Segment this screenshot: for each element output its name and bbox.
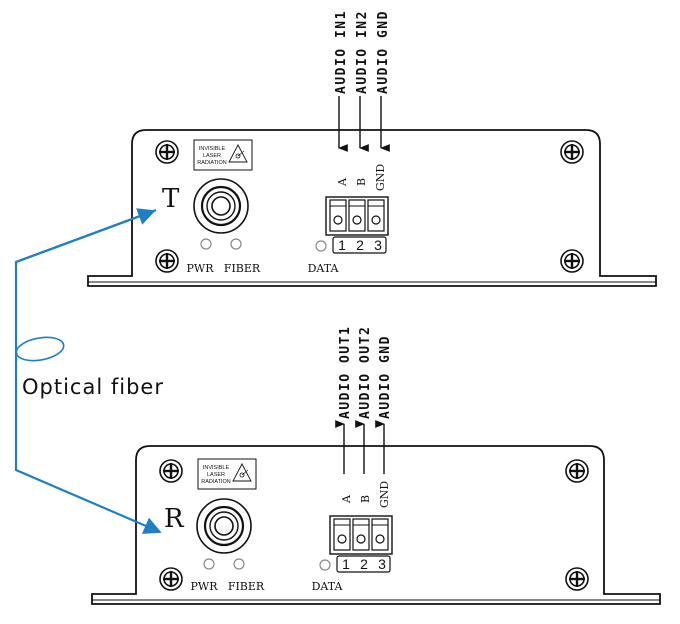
terminal-block[interactable] (329, 515, 393, 555)
laser-warning-line: LASER (207, 472, 225, 478)
pwr-led (203, 558, 215, 570)
terminal-label-b: B (355, 178, 368, 186)
screw-icon (559, 248, 585, 274)
optical-fiber: Optical fiber (14, 208, 164, 534)
terminal-number: 2 (360, 556, 368, 572)
signal-label-out2: AUDIO OUT2 (358, 326, 373, 419)
terminal-label-a: A (340, 494, 353, 504)
laser-warning-line: INVISIBLE (203, 465, 230, 471)
terminal-number: 1 (338, 237, 346, 253)
fiber-label: FIBER (228, 580, 265, 593)
fiber-port[interactable] (193, 178, 249, 234)
laser-warning-label: INVISIBLE LASER RADIATION (193, 139, 253, 171)
signal-label-gnd: AUDIO GND (376, 10, 391, 94)
screw-icon (559, 139, 585, 165)
fiber-bundle-loop (15, 336, 65, 362)
screw-icon (158, 566, 184, 592)
signal-label-gnd: AUDIO GND (378, 335, 393, 419)
data-led (315, 240, 327, 252)
laser-warning-line: LASER (203, 153, 221, 159)
fiber-label: Optical fiber (22, 375, 164, 399)
terminal-number-strip (336, 555, 391, 573)
pwr-label: PWR (191, 580, 219, 593)
screw-icon (154, 139, 180, 165)
terminal-number: 1 (342, 556, 350, 572)
laser-warning-label: INVISIBLE LASER RADIATION (197, 458, 257, 490)
screw-icon (564, 458, 590, 484)
signal-label-out1: AUDIO OUT1 (338, 326, 353, 419)
fiber-label: FIBER (224, 262, 261, 275)
terminal-label-gnd: GND (378, 481, 391, 508)
fiber-port[interactable] (196, 498, 252, 554)
data-label: DATA (312, 580, 344, 593)
laser-warning-line: RADIATION (197, 160, 227, 166)
terminal-label-gnd: GND (374, 164, 387, 191)
terminal-number: 3 (378, 556, 386, 572)
terminal-label-b: B (359, 495, 372, 503)
signal-label-in1: AUDIO IN1 (334, 10, 349, 94)
terminal-number: 3 (374, 237, 382, 253)
terminal-block[interactable] (325, 196, 389, 236)
laser-warning-line: INVISIBLE (199, 146, 226, 152)
pwr-led (200, 238, 212, 250)
screw-icon (564, 566, 590, 592)
laser-hazard-icon (232, 463, 252, 482)
unit-letter: R (164, 504, 185, 534)
laser-hazard-icon (228, 144, 248, 163)
screw-icon (158, 458, 184, 484)
terminal-number-strip (332, 236, 387, 254)
pwr-label: PWR (187, 262, 215, 275)
receiver-unit: INVISIBLE LASER RADIATION R PWR FIBER DA… (91, 326, 661, 605)
data-led (319, 559, 331, 571)
fiber-led (230, 238, 242, 250)
unit-letter: T (162, 184, 180, 214)
signal-label-in2: AUDIO IN2 (355, 10, 370, 94)
data-label: DATA (308, 262, 340, 275)
transmitter-unit: INVISIBLE LASER RADIATION T PWR FIBER DA… (87, 10, 657, 287)
fiber-led (233, 558, 245, 570)
laser-warning-line: RADIATION (201, 479, 231, 485)
terminal-label-a: A (336, 177, 349, 187)
screw-icon (154, 248, 180, 274)
fiber-arrow-transmitter (15, 208, 156, 264)
terminal-number: 2 (356, 237, 364, 253)
